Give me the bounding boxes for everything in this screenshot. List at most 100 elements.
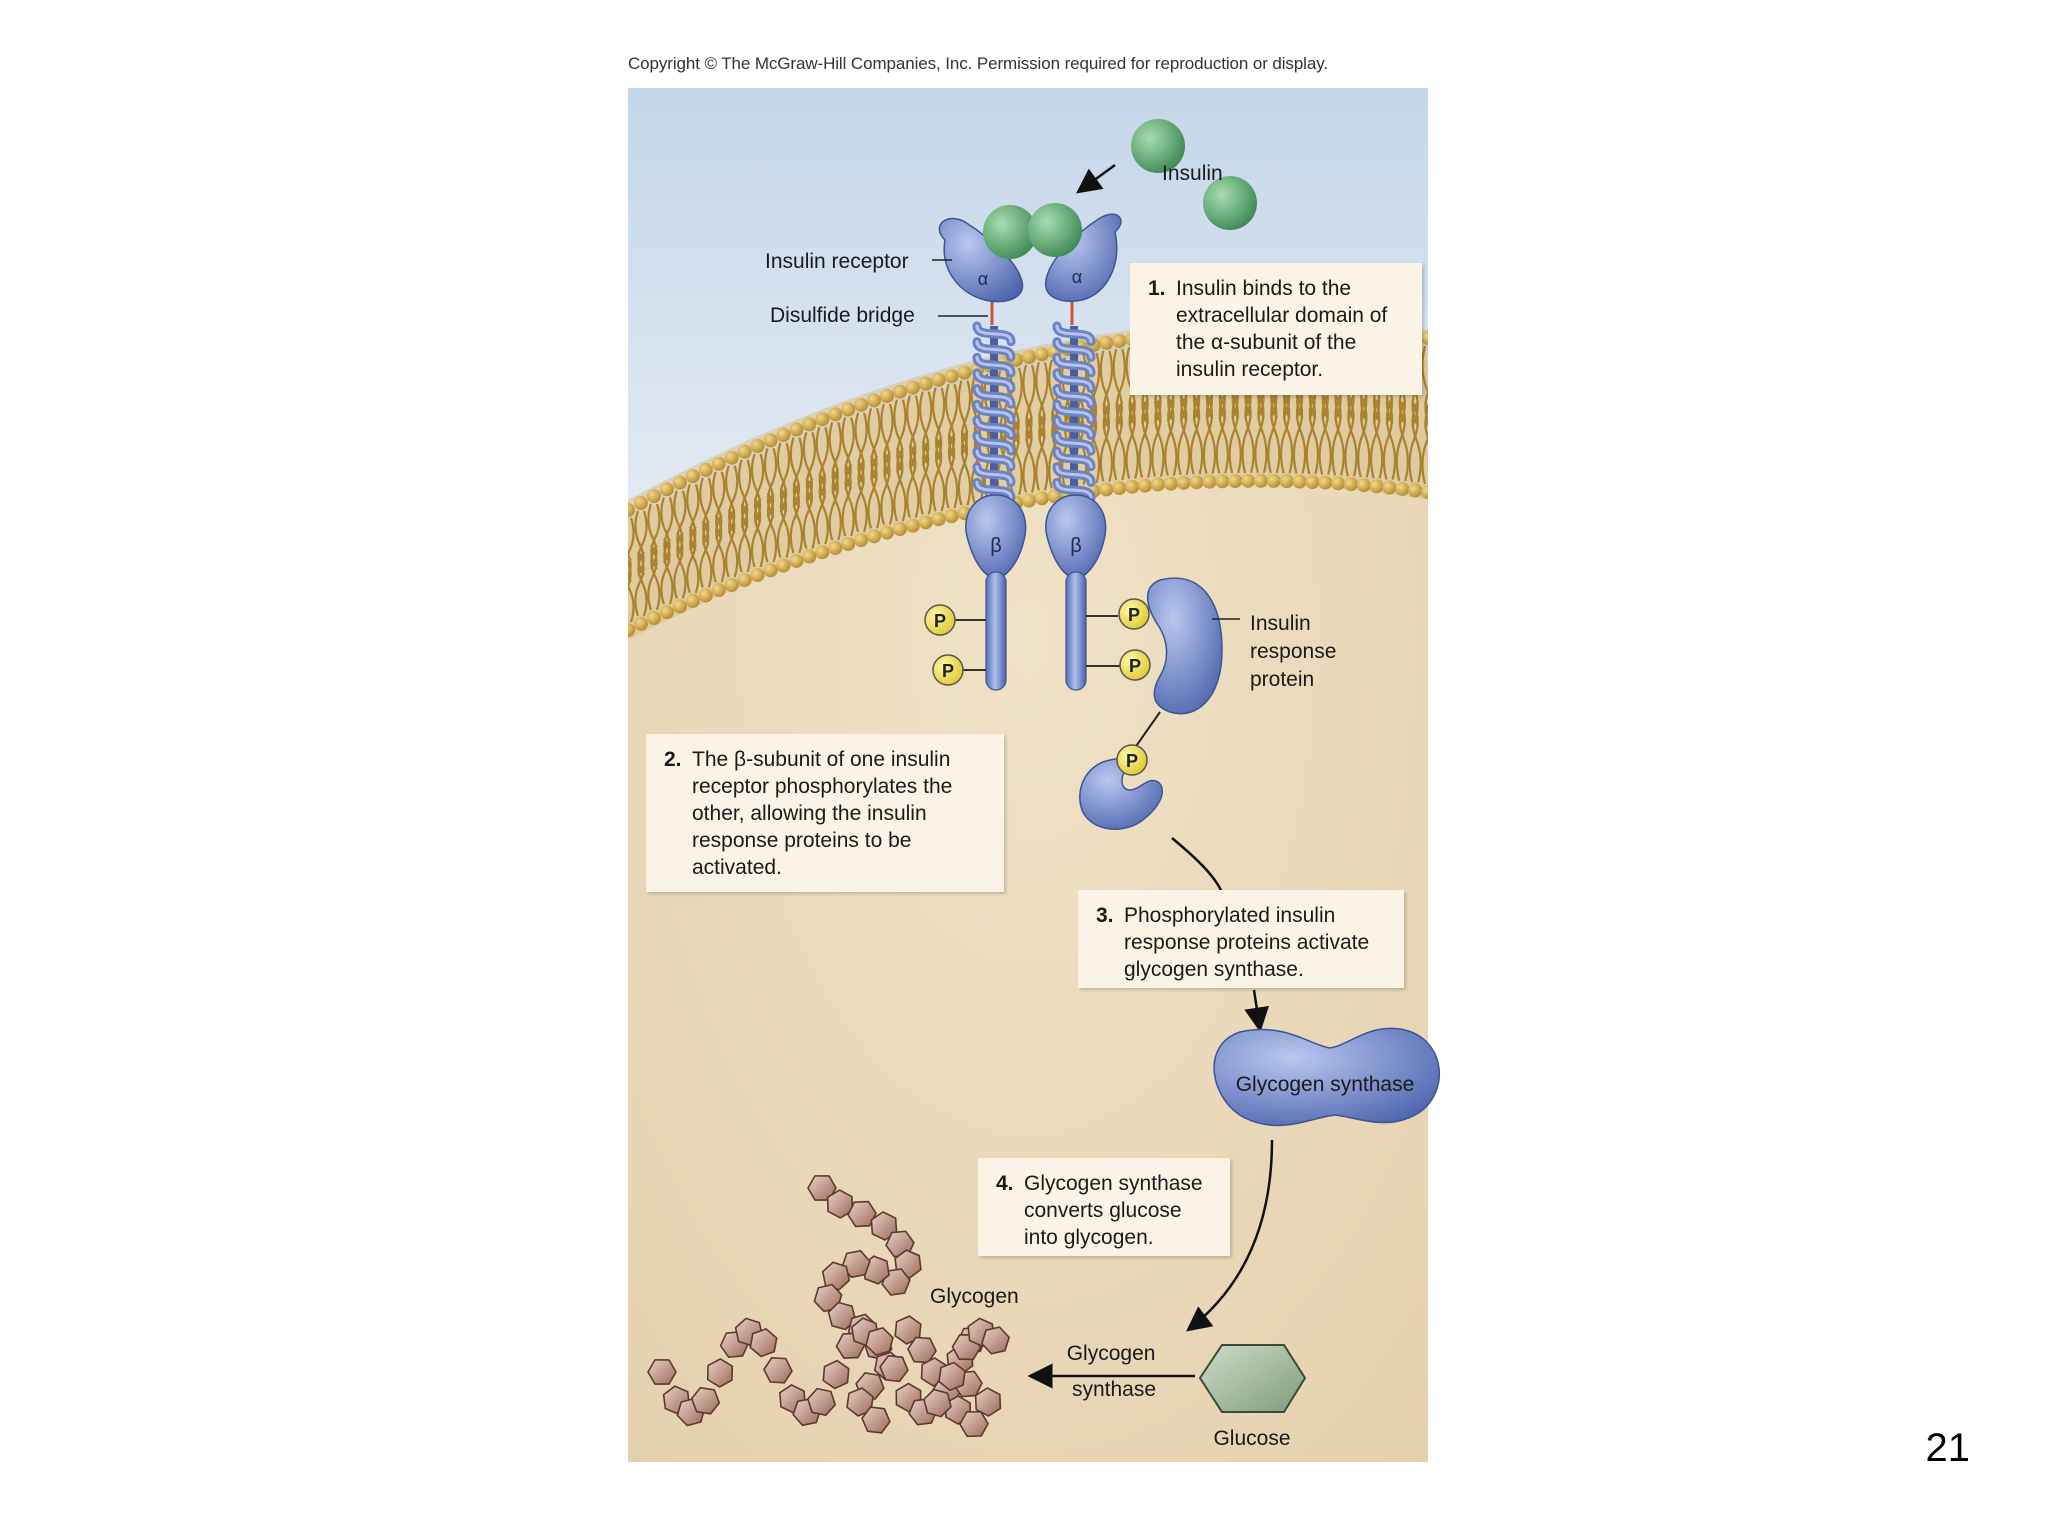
step-2-box: 2. The β-subunit of one insulin receptor…: [646, 734, 1004, 892]
lipid-head: [931, 372, 946, 387]
lipid-tail: [1192, 394, 1204, 475]
lipid-tail: [1141, 398, 1152, 478]
lipid-tail: [676, 490, 687, 558]
helix-highlight: [1055, 355, 1093, 375]
insulin-bound-left: [983, 205, 1037, 259]
lipid-tail: [1164, 396, 1175, 476]
lipid-tail: [792, 482, 804, 554]
lipid-head: [711, 583, 726, 598]
lipid-head: [1408, 483, 1423, 498]
step-4-number: 4.: [996, 1172, 1014, 1195]
lipid-tail: [870, 455, 881, 529]
lipid-tail: [1154, 397, 1165, 477]
glucose-unit: [813, 1283, 843, 1313]
lipid-tail: [686, 483, 697, 552]
lipid-head: [1279, 474, 1294, 489]
step-1-number: 1.: [1148, 277, 1166, 300]
lipid-head: [1305, 475, 1320, 490]
lipid-tail: [660, 538, 671, 605]
lipid-tail: [647, 503, 658, 570]
lipid-tail: [922, 440, 933, 515]
lipid-head: [828, 541, 843, 556]
step-4-box: 4. Glycogen synthase converts glucose in…: [978, 1158, 1230, 1256]
beta-tail-right: [1065, 571, 1087, 691]
lipid-head: [1356, 478, 1371, 493]
glucose-unit: [822, 1359, 850, 1390]
lipid-head: [815, 545, 830, 560]
helix-highlight: [975, 402, 1013, 422]
lipid-head: [1022, 350, 1036, 364]
alpha-label-left: α: [978, 269, 988, 289]
lipid-tail: [715, 514, 726, 583]
lipid-tail: [1408, 400, 1419, 483]
lipid-tail: [702, 477, 713, 546]
copyright-notice: Copyright © The McGraw-Hill Companies, I…: [628, 54, 1328, 73]
lipid-tail: [870, 408, 881, 482]
phosphate-1: P: [924, 604, 956, 636]
lipid-head: [1382, 480, 1397, 495]
lipid-tail: [686, 526, 697, 594]
lipid-tail: [1038, 413, 1049, 491]
phospholipid-tails: [628, 337, 1428, 623]
lipid-head: [763, 563, 778, 578]
lipid-head: [918, 376, 933, 391]
beta-label-right: β: [1070, 535, 1082, 557]
insulin-response-protein-bound: [1147, 577, 1223, 715]
lipid-tail: [741, 459, 752, 529]
phosphate-3: P: [1118, 598, 1150, 630]
lipid-tail: [663, 538, 674, 605]
lipid-tail: [935, 436, 946, 512]
lipid-tail: [673, 532, 684, 599]
lipid-tail: [1267, 391, 1278, 474]
slide-number: 21: [1925, 1426, 1971, 1470]
lipid-tail: [741, 503, 752, 573]
lipid-tail: [647, 544, 658, 611]
lipid-head: [1215, 474, 1230, 489]
lipid-head: [1163, 476, 1178, 491]
insulin-binding-arrow: [1075, 163, 1116, 194]
lipid-head: [672, 599, 687, 614]
glucose-unit: [647, 1359, 677, 1385]
lipid-head: [1099, 335, 1114, 350]
lipid-head: [1395, 481, 1410, 496]
insulin-receptor: α α β β: [938, 213, 1122, 691]
lipid-head: [828, 407, 843, 422]
lipid-tail: [789, 437, 801, 508]
beta-tail-left: [985, 571, 1007, 691]
lipid-tail: [628, 561, 632, 589]
lipid-head: [867, 393, 882, 408]
lipid-head: [841, 537, 856, 552]
lipid-tail: [634, 510, 645, 576]
lipid-tail: [947, 433, 959, 509]
lipid-tail: [1215, 392, 1226, 474]
lipid-tail: [1151, 397, 1162, 477]
glucose-unit: [806, 1387, 837, 1417]
beta-subunit-left: [965, 494, 1027, 579]
lipid-head: [672, 475, 687, 490]
lipid-head: [789, 553, 804, 568]
lipid-tail: [737, 459, 749, 529]
lipid-tail: [750, 453, 762, 524]
lipid-tail: [857, 412, 868, 486]
beta-label-left: β: [990, 535, 1002, 557]
lipid-head: [750, 439, 765, 454]
helix-highlight: [975, 371, 1013, 391]
glucose-unit: [861, 1406, 891, 1434]
glycogen-synthase-enzyme-label: Glycogen synthase: [1236, 1073, 1415, 1096]
lipid-tail: [1099, 403, 1110, 482]
lipid-head: [1241, 473, 1256, 488]
lipid-tail: [841, 463, 852, 537]
lipid-head: [1228, 474, 1243, 489]
lipid-head: [724, 577, 739, 592]
lipid-head: [789, 422, 804, 437]
lipid-tail: [844, 463, 855, 537]
disulfide-bridge-label: Disulfide bridge: [770, 304, 915, 327]
lipid-tail: [818, 426, 829, 499]
lipid-tail: [753, 453, 765, 524]
lipid-tail: [944, 433, 956, 509]
lipid-tail: [1231, 392, 1242, 474]
lipid-head: [879, 388, 894, 403]
synthase-to-reaction-arrow: [1186, 1139, 1274, 1332]
lipid-head: [1202, 474, 1217, 489]
